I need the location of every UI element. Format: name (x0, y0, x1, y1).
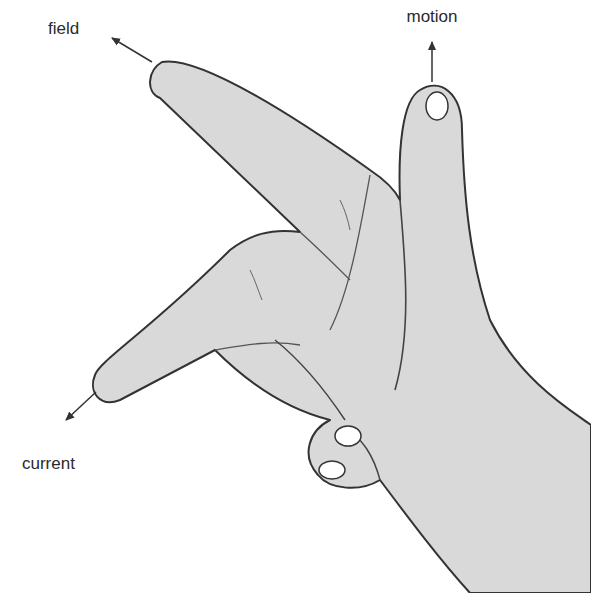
motion-label: motion (406, 8, 457, 27)
current-label: current (22, 455, 75, 474)
finger-nail (335, 426, 361, 446)
finger-nail (319, 461, 345, 479)
finger-crease (275, 340, 345, 420)
current-arrow (66, 392, 96, 420)
thumb-nail (426, 92, 448, 120)
finger-crease (300, 232, 350, 280)
hand-outline (93, 61, 591, 593)
knuckle-crease (250, 270, 262, 300)
palm-crease (330, 175, 370, 330)
motion-arrow (431, 42, 433, 82)
thumb-crease (395, 200, 406, 390)
finger-crease (215, 343, 300, 350)
field-arrow (112, 38, 152, 62)
knuckle-crease (340, 200, 350, 230)
field-label: field (48, 20, 79, 39)
